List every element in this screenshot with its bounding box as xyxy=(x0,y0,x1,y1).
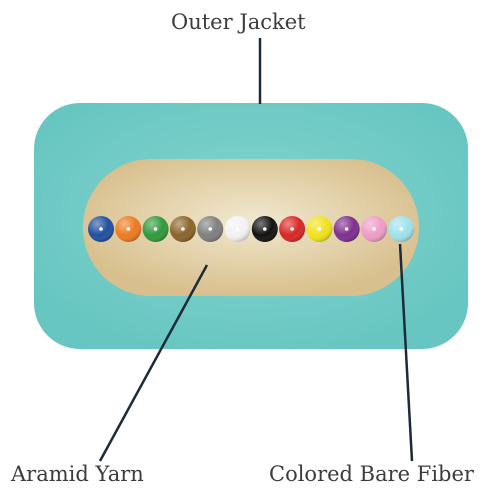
fiber-core xyxy=(399,227,404,231)
fiber-green xyxy=(142,216,169,242)
fiber-row xyxy=(88,216,415,242)
colored-bare-fiber-label: Colored Bare Fiber xyxy=(269,462,474,486)
fiber-core xyxy=(263,227,267,231)
fiber-core xyxy=(153,227,158,231)
fiber-core xyxy=(317,227,322,231)
outer-jacket-label: Outer Jacket xyxy=(171,10,306,34)
fiber-core xyxy=(181,227,185,231)
fiber-slate xyxy=(197,216,224,242)
leader-lines xyxy=(98,38,414,462)
fiber-rose xyxy=(361,216,387,242)
aramid-yarn-label: Aramid Yarn xyxy=(11,462,144,486)
fiber-black xyxy=(251,216,278,242)
fiber-core xyxy=(235,227,240,231)
fiber-aqua xyxy=(388,216,415,242)
fiber-blue xyxy=(88,216,114,242)
fiber-yellow xyxy=(306,216,333,242)
fiber-core xyxy=(99,227,103,231)
fiber-red xyxy=(279,216,306,242)
aramid-yarn-layer xyxy=(83,159,419,296)
aramid-yarn-leader-line xyxy=(98,264,209,462)
fiber-violet xyxy=(333,216,360,242)
colored-bare-fiber-leader-line xyxy=(398,243,414,462)
fiber-core xyxy=(372,227,376,231)
fiber-core xyxy=(344,227,349,231)
fiber-brown xyxy=(169,216,196,242)
fiber-core xyxy=(126,227,131,231)
fiber-core xyxy=(208,227,212,231)
fiber-white xyxy=(224,216,251,242)
fiber-orange xyxy=(115,216,142,242)
fiber-core xyxy=(290,227,294,231)
